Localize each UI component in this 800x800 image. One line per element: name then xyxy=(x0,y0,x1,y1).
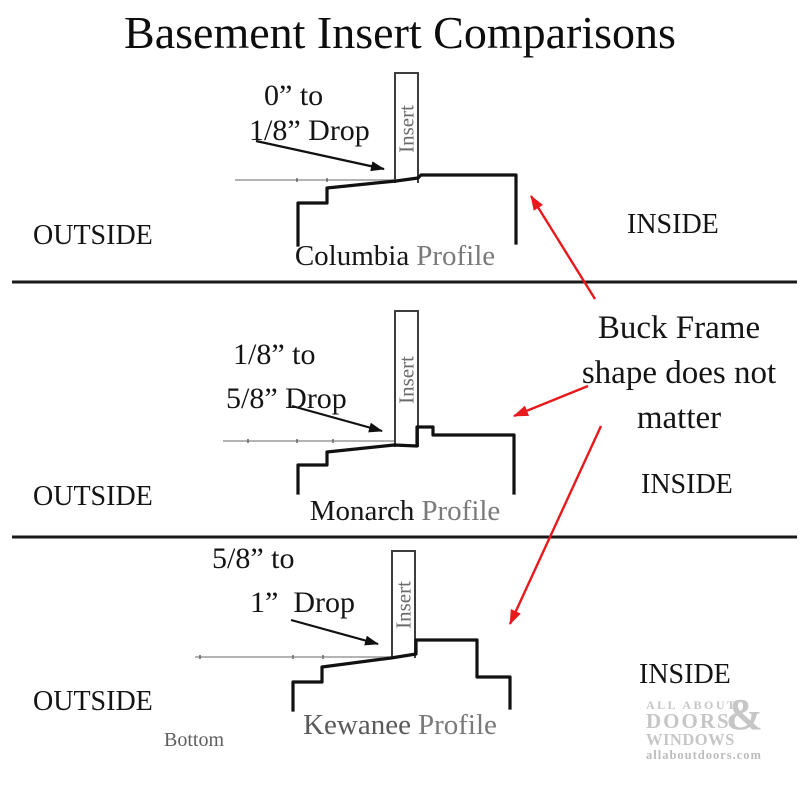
buck-frame-note-line1: Buck Frame xyxy=(597,310,761,346)
columbia-drop-label-line2: 1/8” Drop xyxy=(249,114,370,147)
logo-line-all-about: ALL ABOUT xyxy=(646,698,738,712)
page-title: Basement Insert Comparisons xyxy=(124,7,676,58)
columbia-profile-name: Columbia xyxy=(294,240,410,272)
buck-frame-note: Buck Frame shape does not matter xyxy=(545,306,800,441)
logo-line-doors: DOORS xyxy=(646,709,731,733)
logo-site-url: allaboutdoors.com xyxy=(646,748,762,762)
columbia-insert-bar: Insert xyxy=(394,72,419,183)
all-about-doors-windows-logo: ALL ABOUT DOORS WINDOWS allaboutdoors.co… xyxy=(646,693,766,763)
logo-ampersand: & xyxy=(726,690,763,739)
kewanee-inside-label: INSIDE xyxy=(639,659,731,690)
kewanee-insert-bar: Insert xyxy=(391,550,416,658)
kewanee-drop-label-line1: 5/8” to xyxy=(212,542,295,575)
bottom-label: Bottom xyxy=(164,729,225,751)
kewanee-profile-word: Profile xyxy=(417,709,497,741)
monarch-insert-label: Insert xyxy=(394,355,418,404)
monarch-insert-bar: Insert xyxy=(394,310,419,447)
columbia-insert-label: Insert xyxy=(394,104,418,153)
buck-frame-note-line2: shape does not xyxy=(581,355,777,391)
red-arrow-to-columbia xyxy=(529,195,597,300)
monarch-profile-word: Profile xyxy=(421,495,501,527)
columbia-profile-word: Profile xyxy=(416,240,496,272)
monarch-profile-name: Monarch xyxy=(309,495,415,527)
monarch-drop-label-line2: 5/8” Drop xyxy=(226,382,347,415)
columbia-inside-label: INSIDE xyxy=(627,209,719,240)
monarch-drop-label-line1: 1/8” to xyxy=(233,338,316,371)
kewanee-drop-arrow xyxy=(290,618,379,646)
kewanee-outside-label: OUTSIDE xyxy=(33,686,153,717)
columbia-outside-label: OUTSIDE xyxy=(33,220,153,251)
columbia-drop-label-line1: 0” to xyxy=(264,79,324,112)
monarch-inside-label: INSIDE xyxy=(641,469,733,500)
kewanee-insert-label: Insert xyxy=(391,581,415,629)
buck-frame-note-line3: matter xyxy=(636,400,722,436)
kewanee-drop-label-line2: 1” Drop xyxy=(250,586,355,619)
columbia-profile-outline xyxy=(296,173,518,247)
kewanee-profile-name: Kewanee xyxy=(303,709,411,741)
monarch-outside-label: OUTSIDE xyxy=(33,481,153,512)
logo-line-windows: WINDOWS xyxy=(646,730,735,749)
